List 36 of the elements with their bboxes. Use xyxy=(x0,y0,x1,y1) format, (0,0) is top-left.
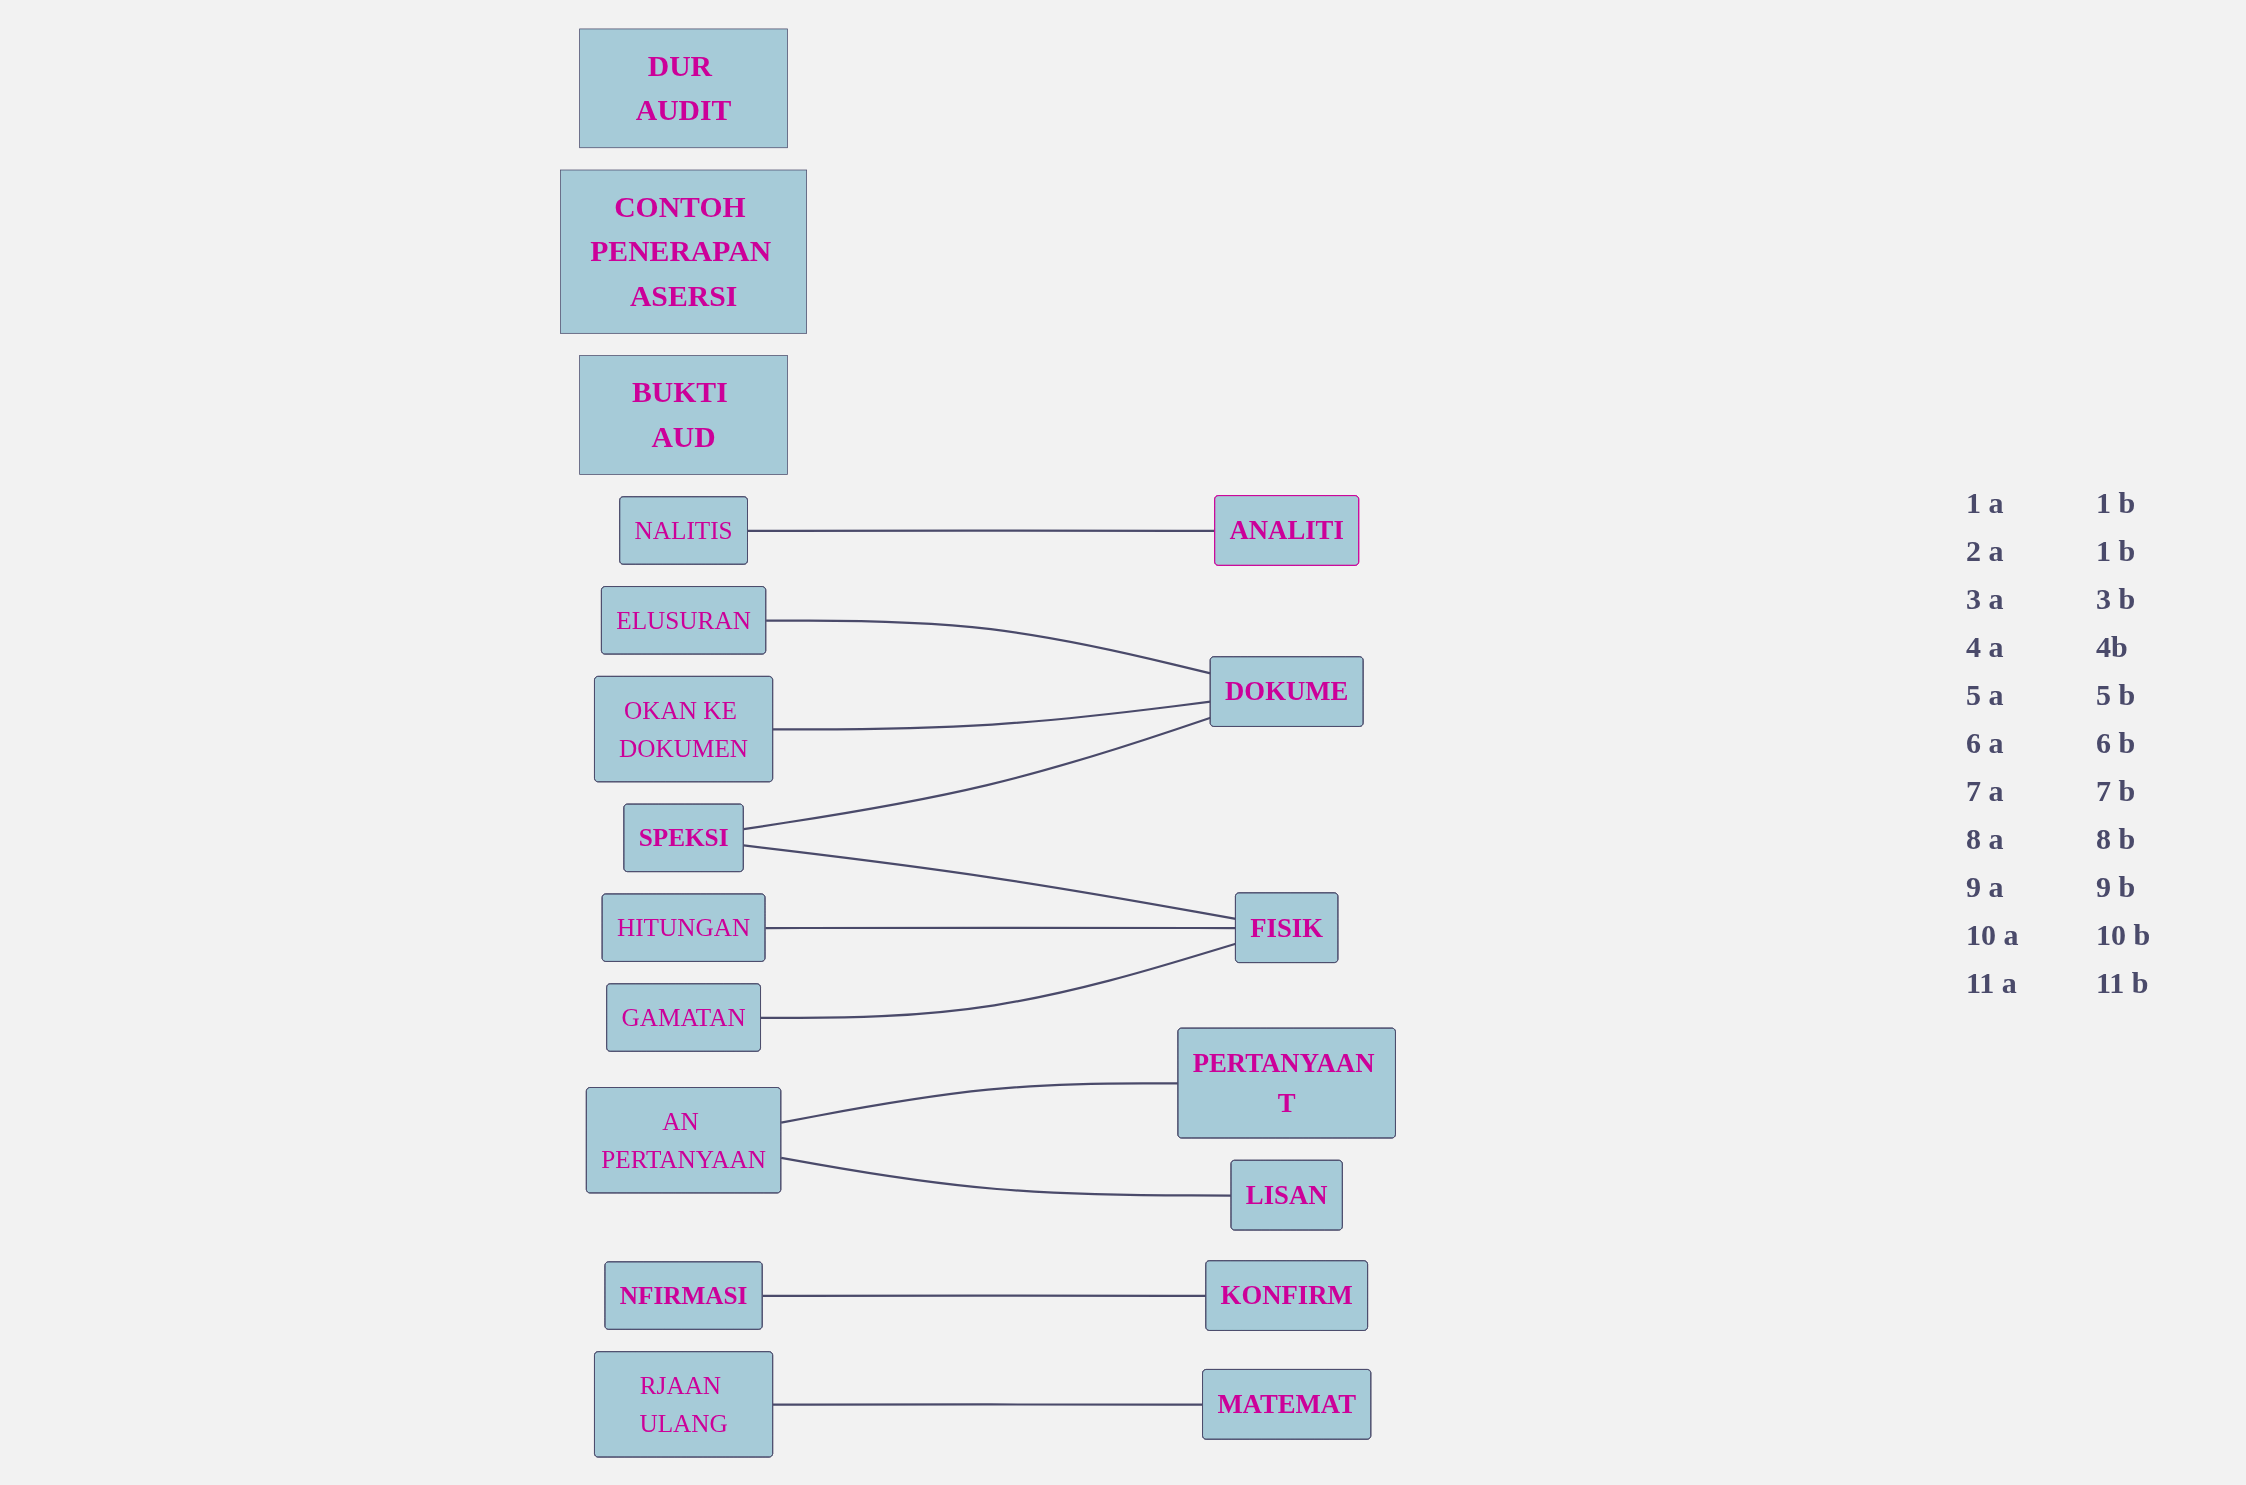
connector xyxy=(743,716,1211,830)
connector xyxy=(765,926,1236,929)
line-number-label: 6 b xyxy=(2096,725,2137,760)
line-number-label: 1 b xyxy=(2096,533,2137,568)
line-number-label: 9 b xyxy=(2096,869,2137,904)
line-number-label: 5 a xyxy=(1966,677,2005,712)
line-number-label: 8 a xyxy=(1966,821,2005,856)
connector xyxy=(773,1402,1203,1406)
line-number-label: 7 b xyxy=(2096,773,2137,808)
line-number-label: 11 a xyxy=(1966,965,2018,1000)
line-number-label: 10 b xyxy=(2096,917,2152,952)
line-number-label: 7 a xyxy=(1966,773,2005,808)
node-box: DUR AUDIT xyxy=(579,28,788,148)
connector xyxy=(760,942,1237,1019)
connector xyxy=(747,528,1215,532)
connector xyxy=(773,700,1211,731)
line-number-label: 3 a xyxy=(1966,581,2005,616)
line-number-label: 4b xyxy=(2096,629,2129,664)
connector xyxy=(780,1081,1179,1124)
line-number-label: 3 b xyxy=(2096,581,2137,616)
connector xyxy=(781,1156,1232,1197)
connector xyxy=(766,619,1211,675)
line-number-label: 1 a xyxy=(1966,485,2005,520)
node-box: CONTOH PENERAPAN ASERSI xyxy=(560,169,807,334)
connector xyxy=(743,843,1236,920)
line-number-label: 5 b xyxy=(2096,677,2137,712)
node-box: BUKTI AUD xyxy=(579,354,788,475)
line-number-label: 10 a xyxy=(1966,917,2020,952)
line-number-label: 8 b xyxy=(2096,821,2137,856)
line-number-label: 9 a xyxy=(1966,869,2005,904)
line-number-label: 4 a xyxy=(1966,629,2005,664)
line-number-label: 2 a xyxy=(1966,533,2005,568)
line-number-label: 11 b xyxy=(2096,965,2150,1000)
connector xyxy=(762,1294,1207,1297)
line-number-label: 1 b xyxy=(2096,485,2137,520)
line-number-label: 6 a xyxy=(1966,725,2005,760)
